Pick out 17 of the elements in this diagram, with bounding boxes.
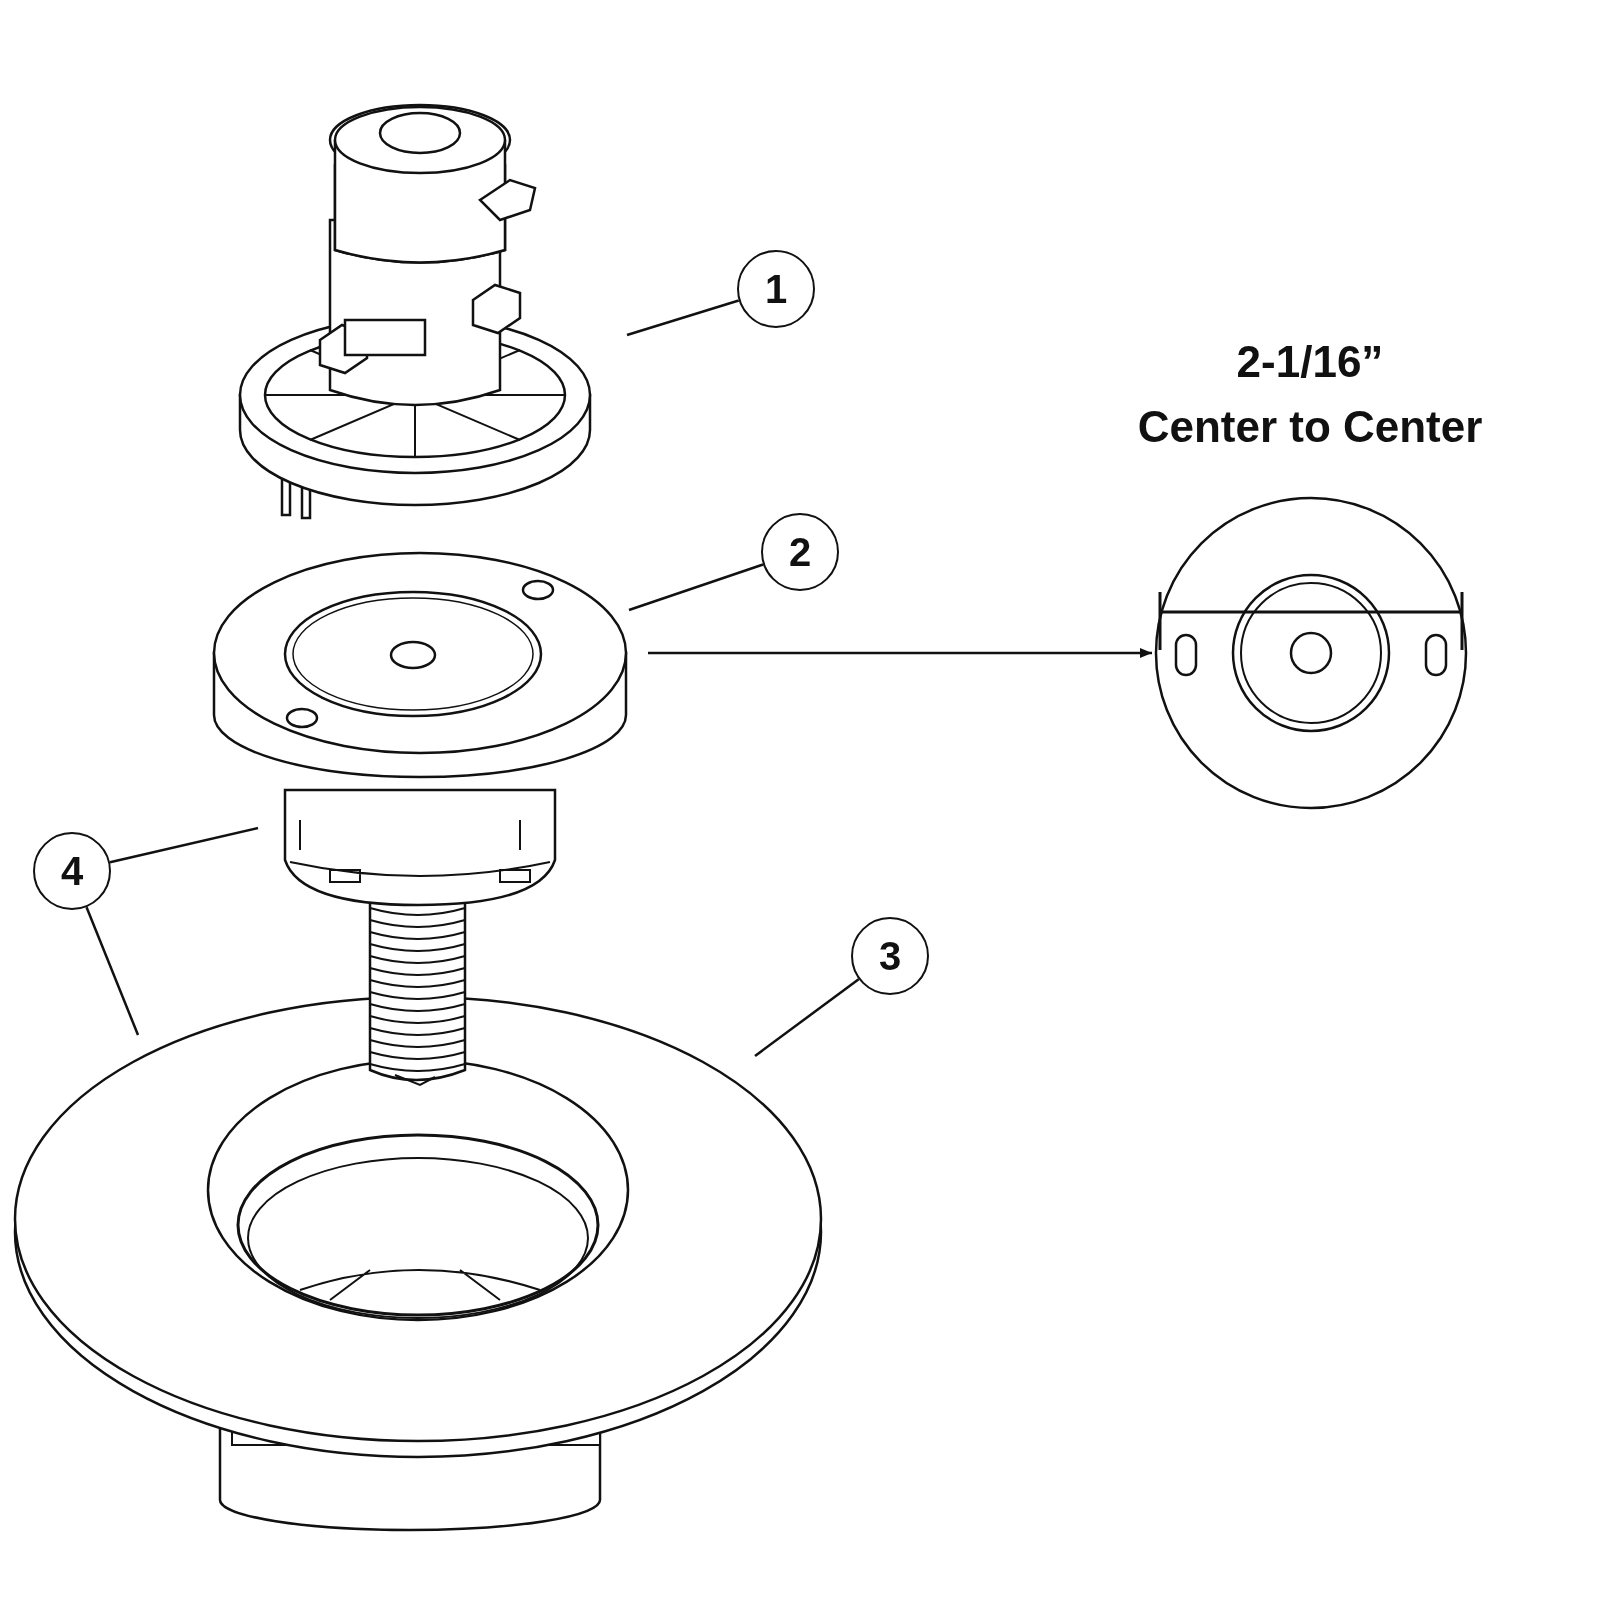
leader-line	[109, 826, 259, 864]
trim-ring-drawing	[13, 995, 823, 1532]
top-view-drawing	[1154, 496, 1468, 810]
callout-number: 3	[851, 917, 929, 995]
collar-spring-drawing	[283, 788, 557, 1087]
callout-number: 1	[737, 250, 815, 328]
arrow	[648, 648, 1152, 658]
leader-line	[626, 299, 740, 337]
valve-assembly-drawing	[238, 103, 592, 520]
flange-drawing	[212, 551, 628, 779]
leader-line	[85, 906, 140, 1036]
dimension-label: Center to Center	[1136, 401, 1484, 453]
callout-number: 2	[761, 513, 839, 591]
callout-number: 4	[33, 832, 111, 910]
leader-line	[628, 563, 764, 612]
dimension-label: 2-1/16”	[1235, 336, 1385, 388]
leader-line	[754, 978, 860, 1057]
